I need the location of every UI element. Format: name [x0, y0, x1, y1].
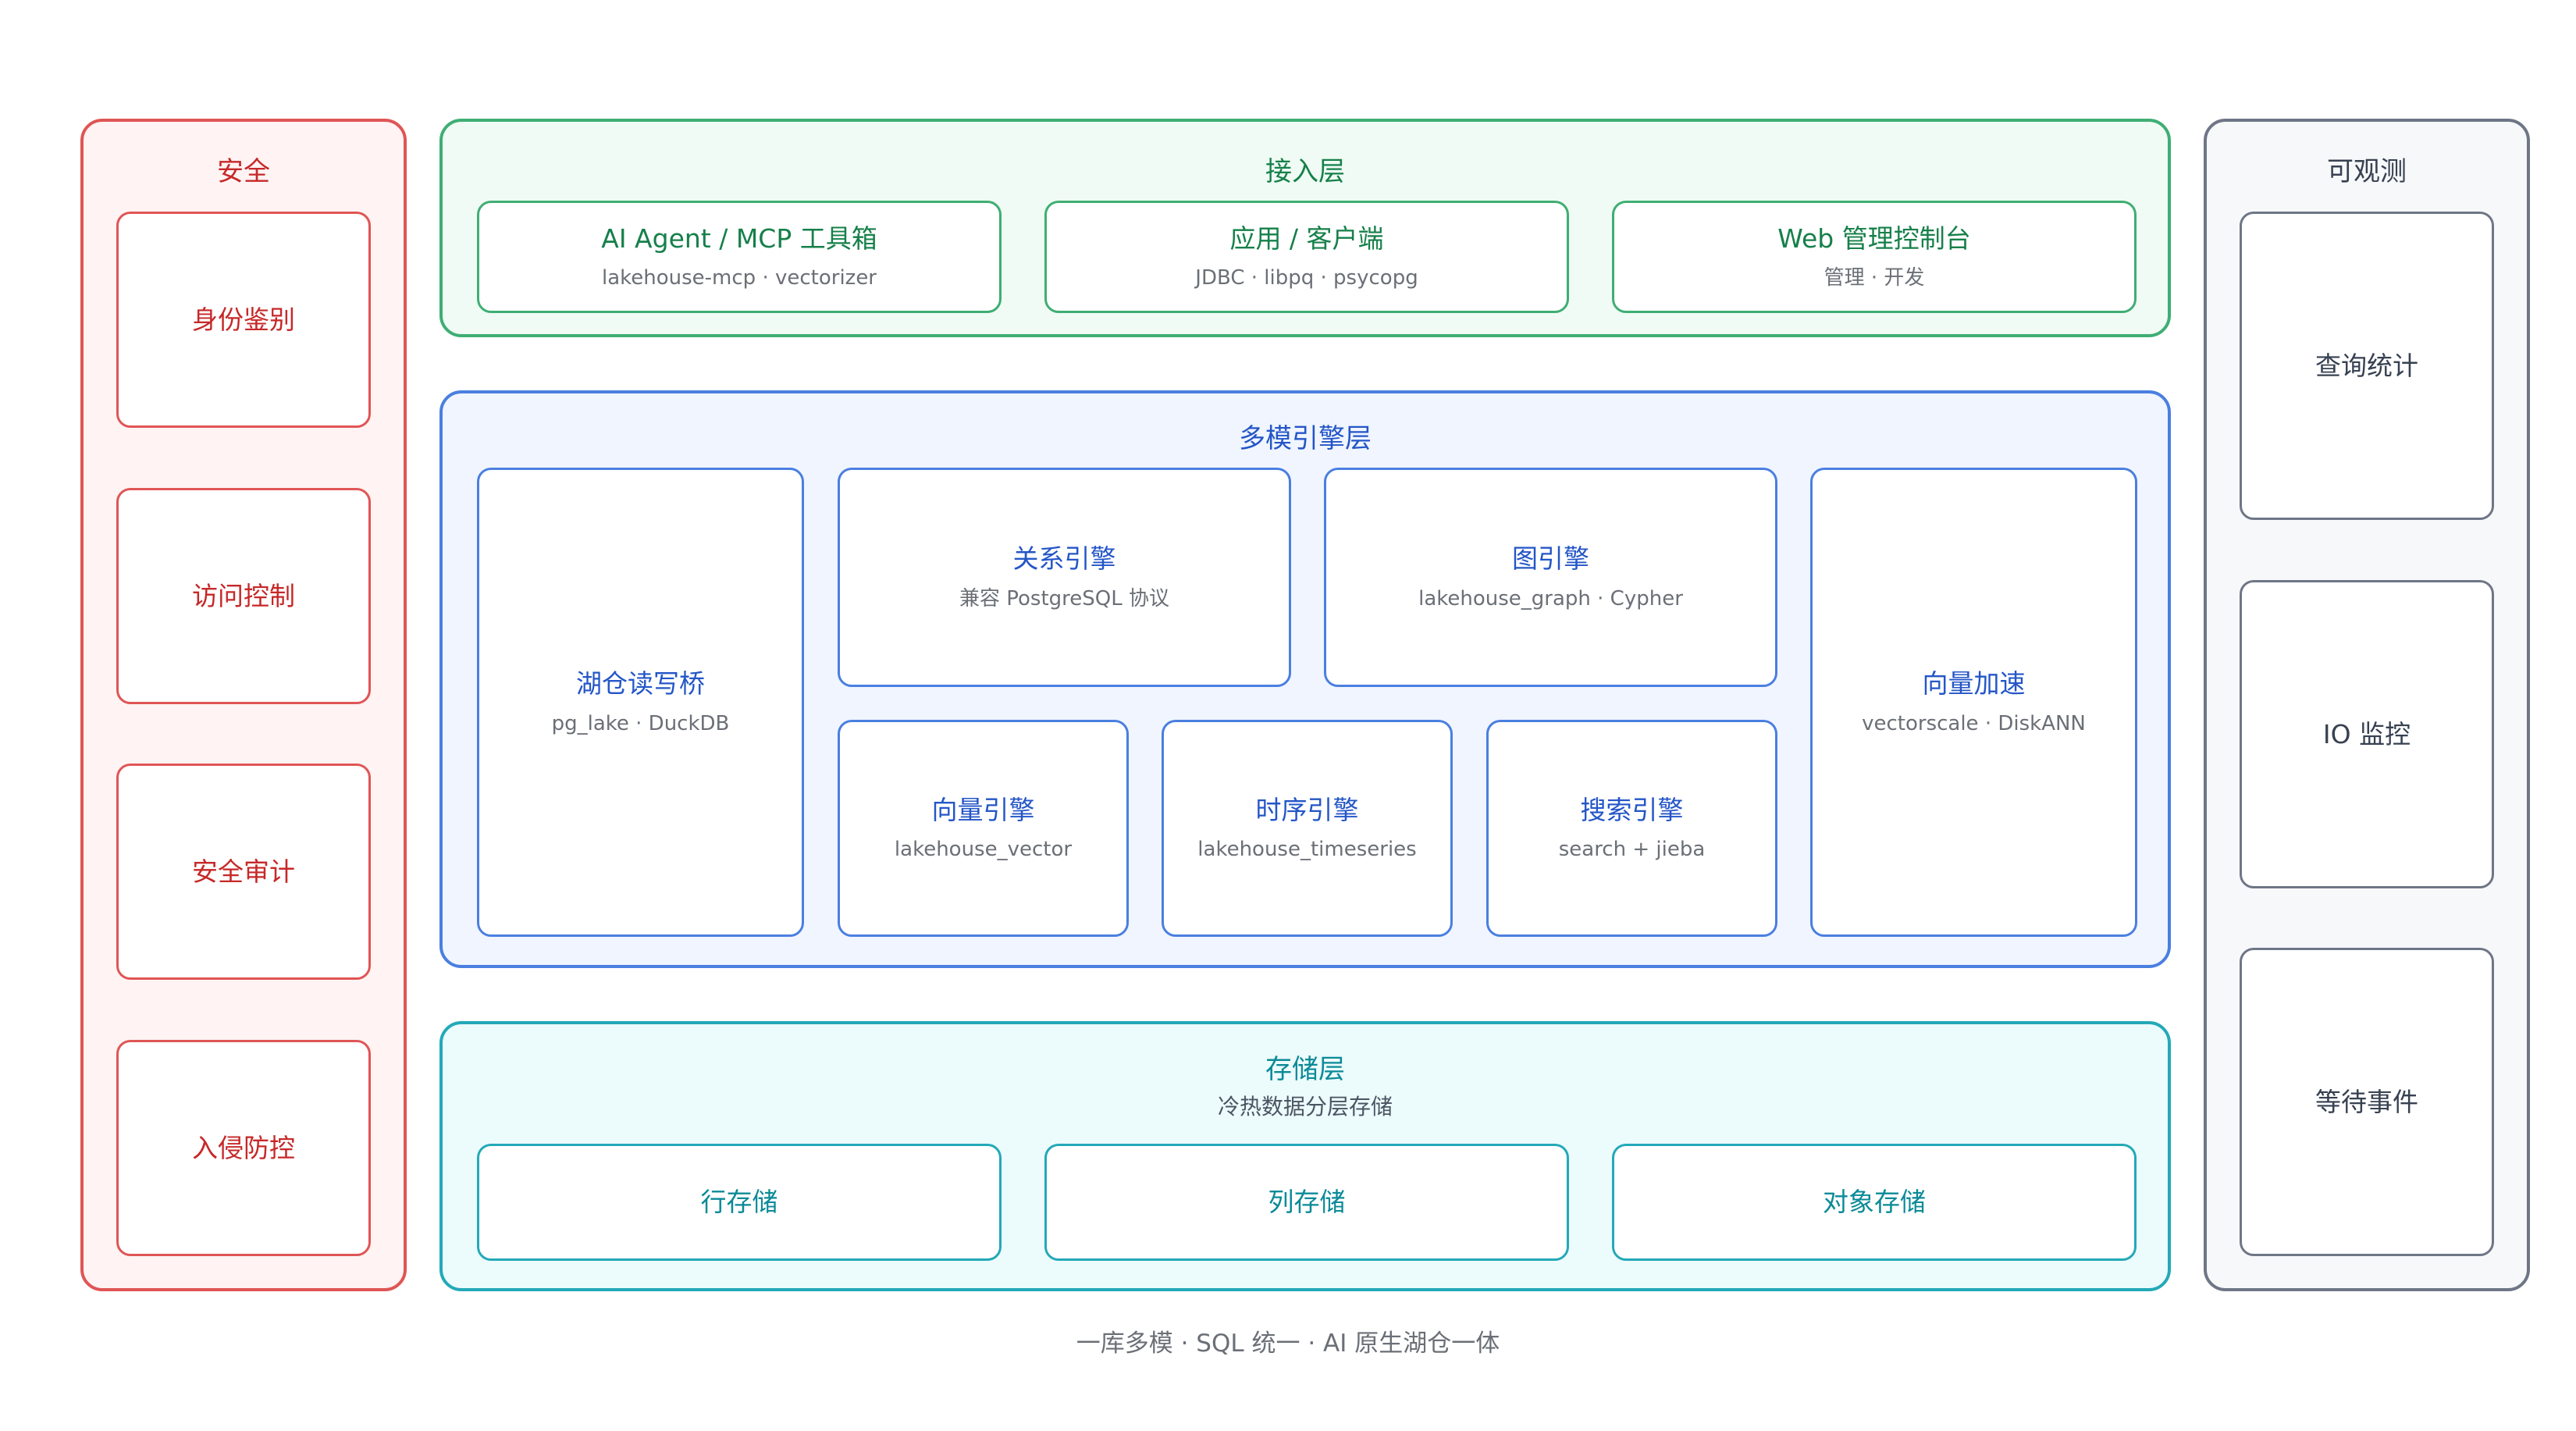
observability-item-label: IO 监控 — [2322, 718, 2411, 749]
card-subtitle: lakehouse-mcp · vectorizer — [601, 266, 877, 290]
security-title: 安全 — [217, 156, 270, 187]
security-item-label: 身份鉴别 — [192, 304, 295, 335]
storage-card-object: 对象存储 — [1612, 1144, 2137, 1261]
security-item-audit: 安全审计 — [116, 764, 371, 980]
card-subtitle: vectorscale · DiskANN — [1862, 711, 2086, 735]
storage-card-row: 行存储 — [477, 1144, 1002, 1261]
security-item-label: 入侵防控 — [192, 1132, 295, 1163]
card-title: 向量加速 — [1922, 668, 2026, 699]
observability-item-label: 查询统计 — [2315, 350, 2418, 381]
card-subtitle: lakehouse_graph · Cypher — [1418, 586, 1683, 610]
security-item-intrusion: 入侵防控 — [116, 1040, 371, 1256]
observability-item-io-monitor: IO 监控 — [2240, 580, 2494, 888]
card-title: 应用 / 客户端 — [1229, 222, 1384, 254]
observability-title: 可观测 — [2327, 156, 2407, 187]
engine-card-lakehouse-bridge: 湖仓读写桥 pg_lake · DuckDB — [477, 468, 804, 937]
storage-layer-panel: 存储层 冷热数据分层存储 行存储 列存储 对象存储 — [439, 1021, 2171, 1291]
card-subtitle: lakehouse_vector — [894, 838, 1073, 862]
card-title: 图引擎 — [1512, 543, 1589, 575]
observability-item-wait-events: 等待事件 — [2240, 948, 2494, 1256]
card-title: 列存储 — [1268, 1187, 1346, 1218]
engine-card-vector: 向量引擎 lakehouse_vector — [838, 720, 1129, 937]
card-title: 对象存储 — [1823, 1187, 1926, 1218]
card-title: AI Agent / MCP 工具箱 — [601, 222, 877, 254]
security-panel: 安全 身份鉴别 访问控制 安全审计 入侵防控 — [80, 119, 407, 1291]
access-card-ai-agent: AI Agent / MCP 工具箱 lakehouse-mcp · vecto… — [477, 201, 1002, 313]
engine-card-vector-accel: 向量加速 vectorscale · DiskANN — [1810, 468, 2137, 937]
card-title: 行存储 — [700, 1187, 778, 1218]
storage-card-column: 列存储 — [1044, 1144, 1569, 1261]
engine-layer-panel: 多模引擎层 湖仓读写桥 pg_lake · DuckDB 关系引擎 兼容 Pos… — [439, 390, 2171, 968]
engine-card-search: 搜索引擎 search + jieba — [1486, 720, 1777, 937]
engine-card-timeseries: 时序引擎 lakehouse_timeseries — [1162, 720, 1453, 937]
access-layer-title: 接入层 — [1265, 156, 1345, 187]
card-title: 湖仓读写桥 — [576, 668, 705, 699]
engine-card-graph: 图引擎 lakehouse_graph · Cypher — [1324, 468, 1777, 687]
card-title: 向量引擎 — [931, 794, 1035, 825]
card-subtitle: 管理 · 开发 — [1823, 266, 1925, 290]
card-subtitle: lakehouse_timeseries — [1197, 838, 1417, 862]
card-subtitle: search + jieba — [1558, 838, 1706, 862]
observability-panel: 可观测 查询统计 IO 监控 等待事件 — [2204, 119, 2530, 1291]
observability-item-label: 等待事件 — [2315, 1086, 2418, 1117]
security-item-label: 访问控制 — [192, 580, 295, 611]
card-title: 关系引擎 — [1012, 543, 1116, 575]
storage-layer-title: 存储层 — [1265, 1054, 1345, 1085]
observability-item-query-stats: 查询统计 — [2240, 212, 2494, 520]
card-title: Web 管理控制台 — [1777, 222, 1971, 254]
card-subtitle: JDBC · libpq · psycopg — [1195, 266, 1418, 290]
engine-layer-title: 多模引擎层 — [1239, 423, 1372, 454]
card-title: 时序引擎 — [1255, 794, 1359, 825]
storage-layer-subtitle: 冷热数据分层存储 — [1217, 1094, 1393, 1120]
access-layer-panel: 接入层 AI Agent / MCP 工具箱 lakehouse-mcp · v… — [439, 119, 2171, 337]
engine-card-relational: 关系引擎 兼容 PostgreSQL 协议 — [838, 468, 1291, 687]
security-item-identity: 身份鉴别 — [116, 212, 371, 428]
card-subtitle: pg_lake · DuckDB — [551, 711, 730, 735]
card-title: 搜索引擎 — [1580, 794, 1684, 825]
security-item-access-control: 访问控制 — [116, 488, 371, 704]
security-item-label: 安全审计 — [192, 856, 295, 887]
footer-caption: 一库多模 · SQL 统一 · AI 原生湖仓一体 — [1076, 1330, 1500, 1358]
access-card-web-console: Web 管理控制台 管理 · 开发 — [1612, 201, 2137, 313]
card-subtitle: 兼容 PostgreSQL 协议 — [959, 586, 1169, 610]
access-card-client: 应用 / 客户端 JDBC · libpq · psycopg — [1044, 201, 1569, 313]
